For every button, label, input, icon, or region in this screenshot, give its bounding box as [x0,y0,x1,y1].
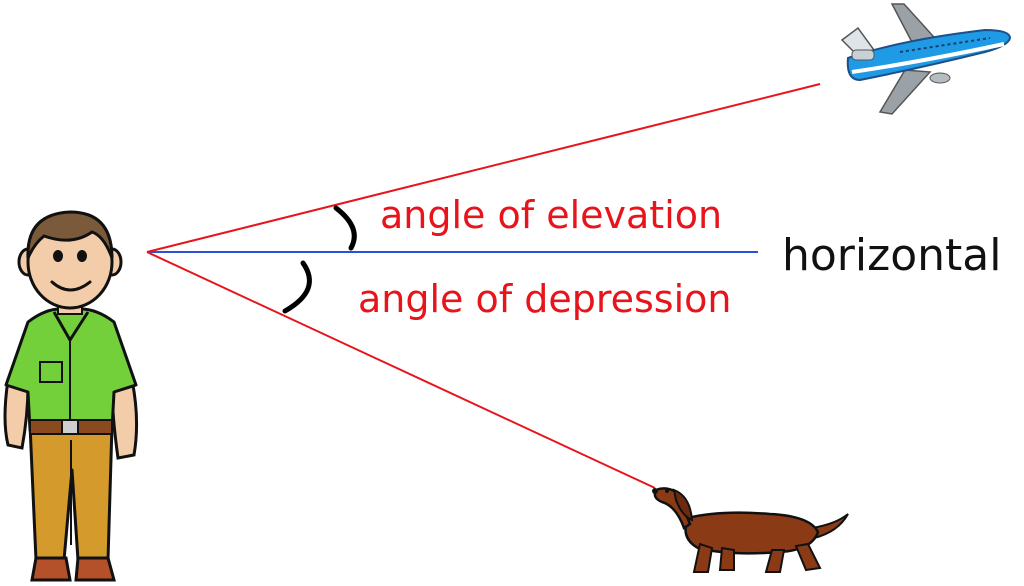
dog-icon [652,487,849,573]
depression-angle-arc [282,260,312,314]
angle-of-depression-label: angle of depression [358,277,732,321]
line-of-sight-up [146,83,821,253]
angle-of-elevation-label: angle of elevation [380,193,723,237]
horizontal-label: horizontal [782,230,1002,281]
elevation-angle-arc [333,205,357,251]
man-icon [3,210,139,582]
airplane-icon [840,3,1012,115]
line-of-sight-down [146,251,656,489]
